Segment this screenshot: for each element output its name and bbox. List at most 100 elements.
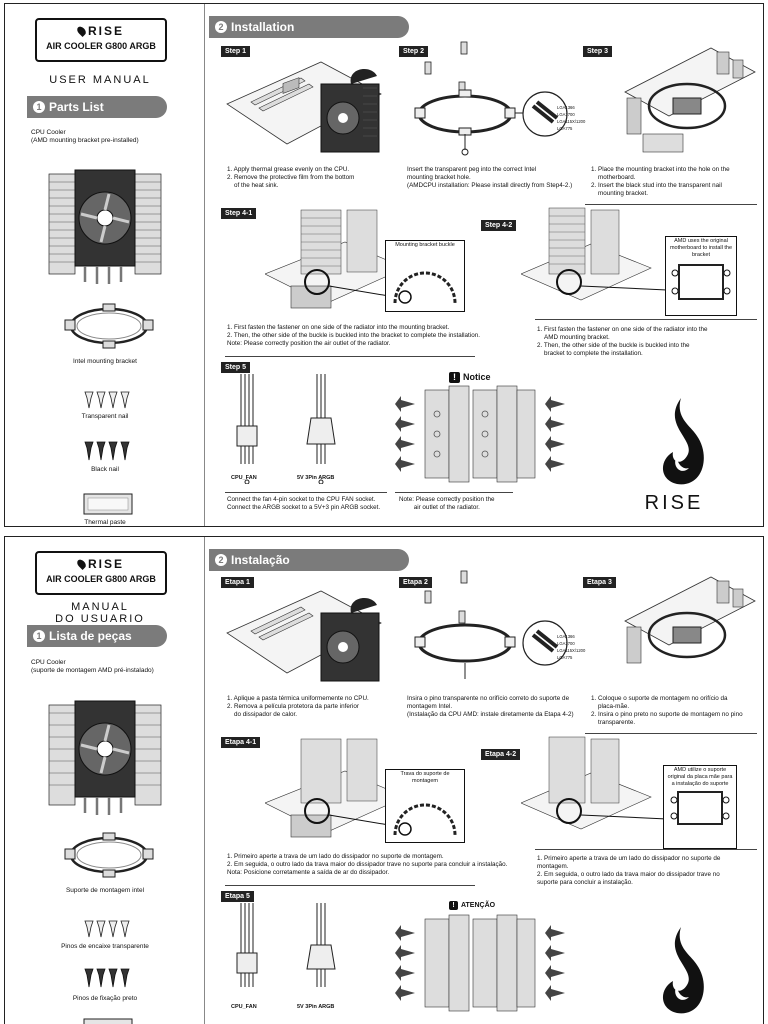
thermal-paste-label: Thermal paste	[84, 519, 126, 526]
step-2-illustration	[414, 41, 568, 156]
divider	[225, 356, 475, 357]
step-5-connectors-illustration	[236, 903, 336, 987]
flame-icon	[75, 24, 88, 38]
rise-flame-logo-icon	[662, 398, 704, 485]
step-3-instructions: 1. Coloque o suporte de montagem no orif…	[591, 695, 743, 726]
notice-heading: !Notice	[449, 372, 491, 383]
buckle-callout: Mounting bracket buckle	[385, 240, 465, 312]
divider	[395, 492, 513, 493]
argb-label: 5V 3Pin ARGB	[297, 475, 335, 481]
notice-heading: !ATENÇÃO	[449, 901, 495, 910]
transparent-nail-label: Pinos de encaixe transparente	[61, 943, 149, 950]
amd-bracket-icon	[670, 791, 730, 825]
brand-logo: RISE	[37, 557, 165, 571]
manual-title: USER MANUAL	[49, 74, 151, 86]
amd-bracket-icon	[671, 264, 731, 300]
warning-icon: !	[449, 372, 460, 383]
step-1-instructions: 1. Apply thermal grease evenly on the CP…	[227, 166, 355, 189]
step-5-tag: Step 5	[221, 362, 251, 373]
step-1-tag: Etapa 1	[221, 577, 254, 588]
step-4-2-tag: Step 4-2	[481, 220, 517, 231]
model-name: AIR COOLER G800 ARGB	[46, 41, 156, 51]
transparent-nail-label: Transparent nail	[81, 413, 129, 420]
portuguese-manual-page: RISE AIR COOLER G800 ARGB MANUAL DO USUA…	[4, 536, 764, 1024]
rise-flame-logo-icon	[662, 927, 704, 1014]
divider	[585, 733, 757, 734]
divider	[535, 319, 757, 320]
step-1-illustration	[226, 590, 382, 682]
cpu-cooler-illustration	[48, 169, 162, 284]
step-4-1-instructions: 1. First fasten the fastener on one side…	[227, 324, 480, 347]
step-2-instructions: Insira o pino transparente no orifício c…	[407, 695, 574, 718]
step-4-1-instructions: 1. Primeiro aperte a trava de um lado do…	[227, 853, 508, 876]
argb-label: 5V 3Pin ARGB	[297, 1004, 335, 1010]
cpu-cooler-label: CPU Cooler (AMD mounting bracket pre-ins…	[31, 129, 139, 144]
warning-icon: !	[449, 901, 458, 910]
amd-callout: AMD uses the original motherboard to ins…	[665, 236, 737, 316]
step-1-instructions: 1. Aplique a pasta térmica uniformemente…	[227, 695, 369, 718]
intel-bracket-label: Suporte de montagem intel	[65, 887, 145, 894]
step-3-illustration	[624, 576, 756, 664]
step-4-2-instructions: 1. Primeiro aperte a trava de um lado do…	[537, 855, 721, 886]
brand-logo: RISE	[37, 24, 165, 38]
step-4-1-illustration	[265, 738, 406, 838]
step-4-2-tag: Etapa 4-2	[481, 749, 521, 760]
intel-bracket-label: Intel mounting bracket	[73, 358, 137, 365]
step-4-2-instructions: 1. First fasten the fastener on one side…	[537, 326, 708, 357]
black-nail-illustration	[84, 968, 130, 988]
model-name: AIR COOLER G800 ARGB	[46, 574, 156, 584]
product-logo-box: RISE AIR COOLER G800 ARGB	[35, 551, 167, 595]
step-4-2-illustration	[521, 207, 668, 301]
manual-title: MANUAL DO USUARIO	[55, 601, 145, 625]
section-number: 2	[215, 554, 227, 566]
socket-labels: LGA1366 LGA1700 LGA115X/1200 LGA775	[557, 105, 586, 131]
amd-callout: AMD utilize o suporte original da placa …	[663, 765, 737, 849]
divider	[225, 885, 475, 886]
transparent-nail-illustration	[84, 391, 130, 409]
section-number: 1	[33, 630, 45, 642]
buckle-callout: Trava do suporte de montagem	[385, 769, 465, 843]
cpu-cooler-label: CPU Cooler (suporte de montagem AMD pré-…	[31, 659, 154, 674]
black-nail-label: Black nail	[91, 466, 119, 473]
cpu-cooler-illustration	[48, 700, 162, 815]
step-5-connectors-illustration	[236, 374, 336, 484]
airflow-diagram	[395, 914, 565, 1012]
thermal-paste-illustration	[83, 1018, 133, 1024]
step-3-illustration	[624, 47, 756, 153]
intel-bracket-illustration	[64, 832, 154, 878]
step-4-1-tag: Etapa 4-1	[221, 737, 261, 748]
product-logo-box: RISE AIR COOLER G800 ARGB	[35, 18, 167, 62]
intel-bracket-illustration	[64, 303, 154, 349]
buckle-detail-icon	[393, 271, 457, 304]
socket-labels: LGA1366 LGA1700 LGA115X/1200 LGA775	[557, 634, 586, 660]
step-3-instructions: 1. Place the mounting bracket into the h…	[591, 166, 730, 197]
cpu-fan-label: CPU_FAN	[231, 475, 257, 481]
step-1-illustration	[226, 61, 382, 153]
section-number: 1	[33, 101, 45, 113]
divider	[225, 492, 387, 493]
notice-text: Note: Please correctly position the air …	[399, 496, 495, 511]
thermal-paste-illustration	[83, 493, 133, 515]
step-3-tag: Etapa 3	[583, 577, 616, 588]
step-4-1-tag: Step 4-1	[221, 208, 257, 219]
step-1-tag: Step 1	[221, 46, 251, 57]
black-nail-label: Pinos de fixação preto	[72, 995, 138, 1002]
step-4-2-illustration	[521, 736, 668, 830]
brand-wordmark: RISE	[644, 492, 704, 514]
divider	[535, 849, 757, 850]
step-2-instructions: Insert the transparent peg into the corr…	[407, 166, 573, 189]
step-5-tag: Etapa 5	[221, 891, 254, 902]
divider	[585, 204, 757, 205]
transparent-nail-illustration	[84, 920, 130, 938]
black-nail-illustration	[84, 441, 130, 461]
cpu-fan-label: CPU_FAN	[231, 1004, 257, 1010]
step-2-tag: Step 2	[399, 46, 429, 57]
step-4-1-illustration	[265, 209, 406, 309]
